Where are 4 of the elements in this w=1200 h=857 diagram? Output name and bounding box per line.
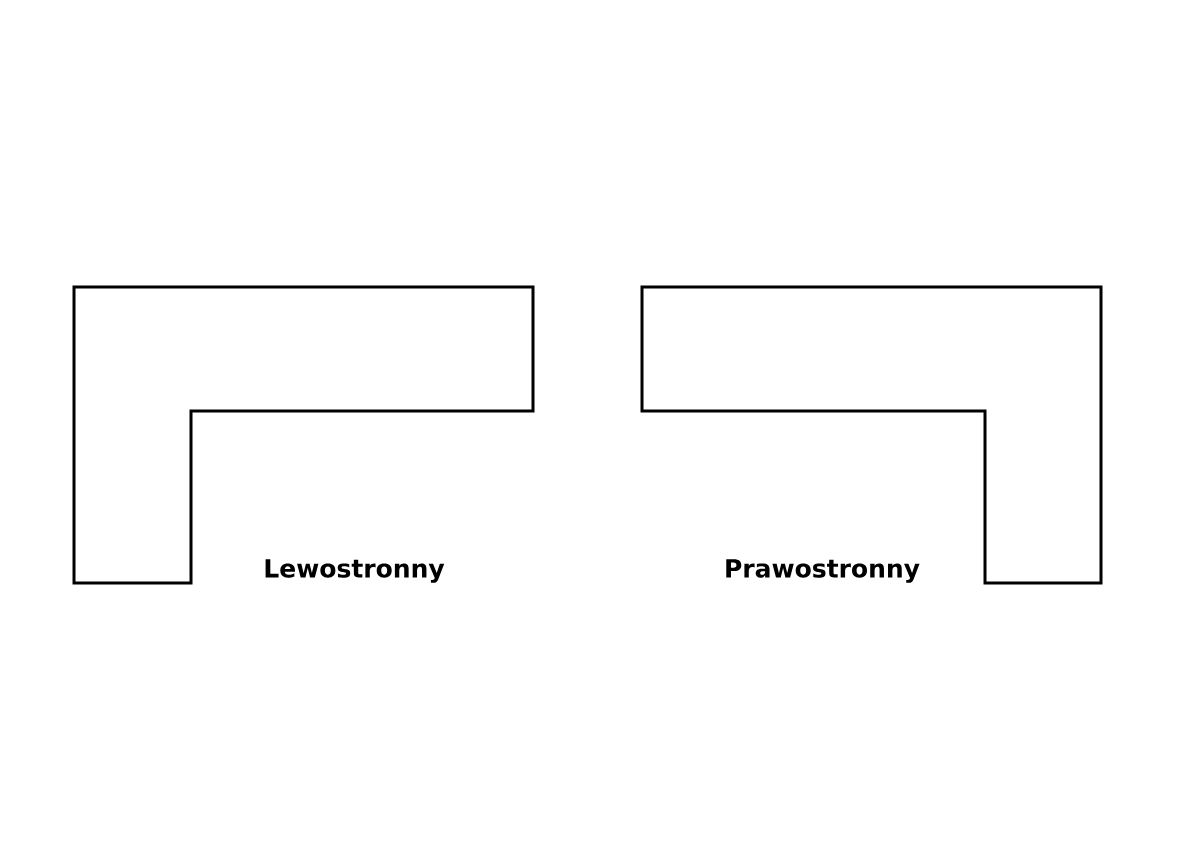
l-shape-outline (72, 285, 535, 585)
shape-caption: Prawostronny (726, 559, 920, 583)
l-shape-outline (640, 285, 1103, 585)
shape-caption: Lewostronny (265, 559, 445, 583)
